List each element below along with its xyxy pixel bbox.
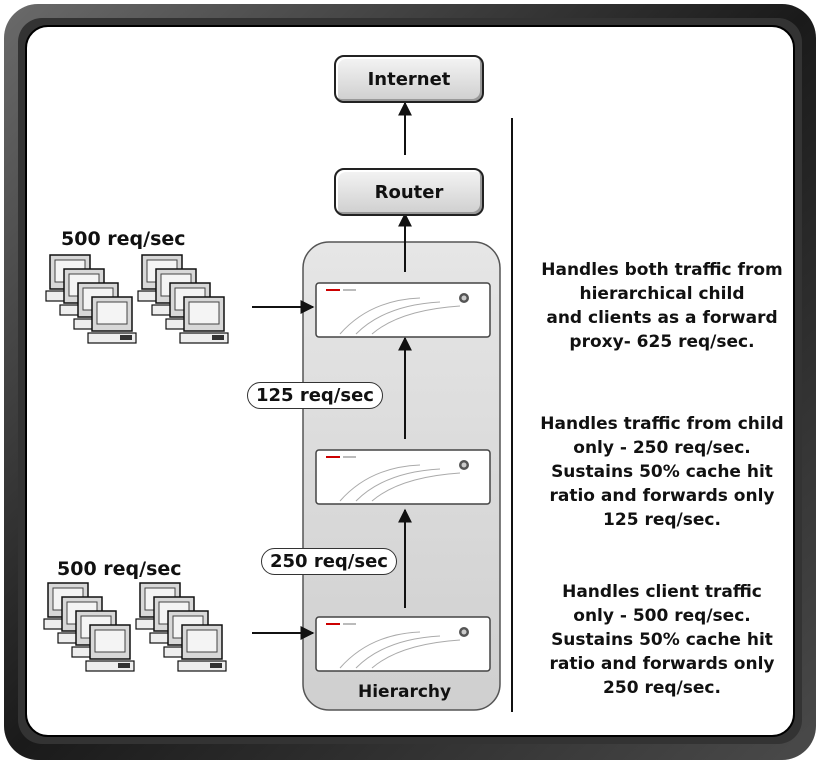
link-rate-lower: 250 req/sec bbox=[261, 548, 397, 575]
router-label: Router bbox=[374, 181, 444, 203]
computer-icon bbox=[85, 624, 135, 672]
hierarchy-label: Hierarchy bbox=[358, 682, 452, 702]
client-computers-top bbox=[45, 254, 229, 344]
proxy-server-top bbox=[315, 282, 491, 338]
description-middle: Handles traffic from child only - 250 re… bbox=[540, 414, 784, 530]
description-top: Handles both traffic from hierarchical c… bbox=[541, 260, 783, 352]
proxy-server-middle bbox=[315, 449, 491, 505]
description-bottom: Handles client traffic only - 500 req/se… bbox=[549, 582, 775, 698]
router-node: Router bbox=[334, 168, 484, 216]
computer-icon bbox=[87, 296, 137, 344]
client-computers-bottom bbox=[43, 582, 227, 672]
computer-icon bbox=[177, 624, 227, 672]
client-rate-bottom: 500 req/sec bbox=[57, 558, 182, 580]
link-rate-upper: 125 req/sec bbox=[247, 382, 383, 409]
computer-icon bbox=[179, 296, 229, 344]
proxy-server-bottom bbox=[315, 616, 491, 672]
client-rate-top: 500 req/sec bbox=[61, 228, 186, 250]
internet-node: Internet bbox=[334, 55, 484, 103]
internet-label: Internet bbox=[367, 68, 451, 90]
